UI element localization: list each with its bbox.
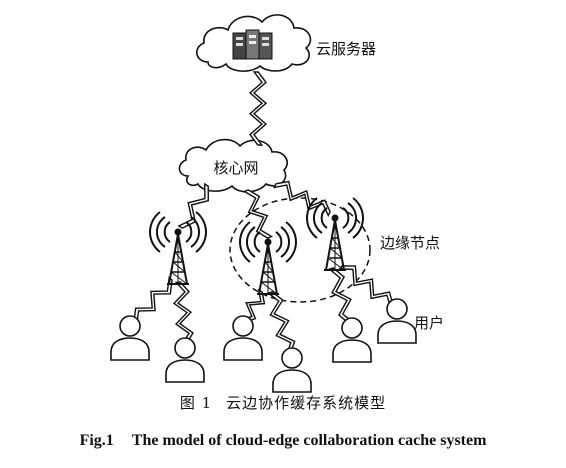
figure-caption-chinese: 图 1 云边协作缓存系统模型 [0, 392, 566, 413]
figure-number-chinese: 图 1 [179, 394, 213, 412]
lightning-link-icon [242, 189, 274, 239]
user-icon [272, 347, 312, 393]
antenna-tower-icon [239, 221, 297, 295]
server-icon [232, 29, 273, 60]
core-network-cloud-icon [178, 138, 288, 193]
user-icon [223, 315, 263, 361]
user-icon [165, 337, 205, 383]
user-label: 用户 [414, 314, 445, 332]
figure-number-english: Fig.1 [79, 432, 114, 449]
figure-caption-english: Fig.1 The model of cloud-edge collaborati… [0, 432, 566, 450]
lightning-link-icon [248, 71, 268, 146]
cloud-server-label: 云服务器 [316, 40, 377, 58]
lightning-link-icon [133, 276, 173, 326]
lightning-link-icon [273, 180, 331, 217]
user-icon [110, 315, 150, 361]
user-icon [332, 317, 372, 363]
edge-node-boundary [229, 197, 371, 303]
lightning-links [133, 71, 394, 357]
antenna-tower-icon [306, 197, 364, 271]
figure-title-english: The model of cloud-edge collaboration ca… [131, 432, 487, 449]
edge-node-label: 边缘节点 [380, 234, 441, 252]
core-network-label: 核心网 [213, 159, 259, 177]
figure-title-chinese: 云边协作缓存系统模型 [226, 394, 387, 412]
user-icon [377, 298, 417, 344]
antenna-tower-icon [149, 211, 207, 285]
lightning-link-icon [172, 281, 194, 346]
